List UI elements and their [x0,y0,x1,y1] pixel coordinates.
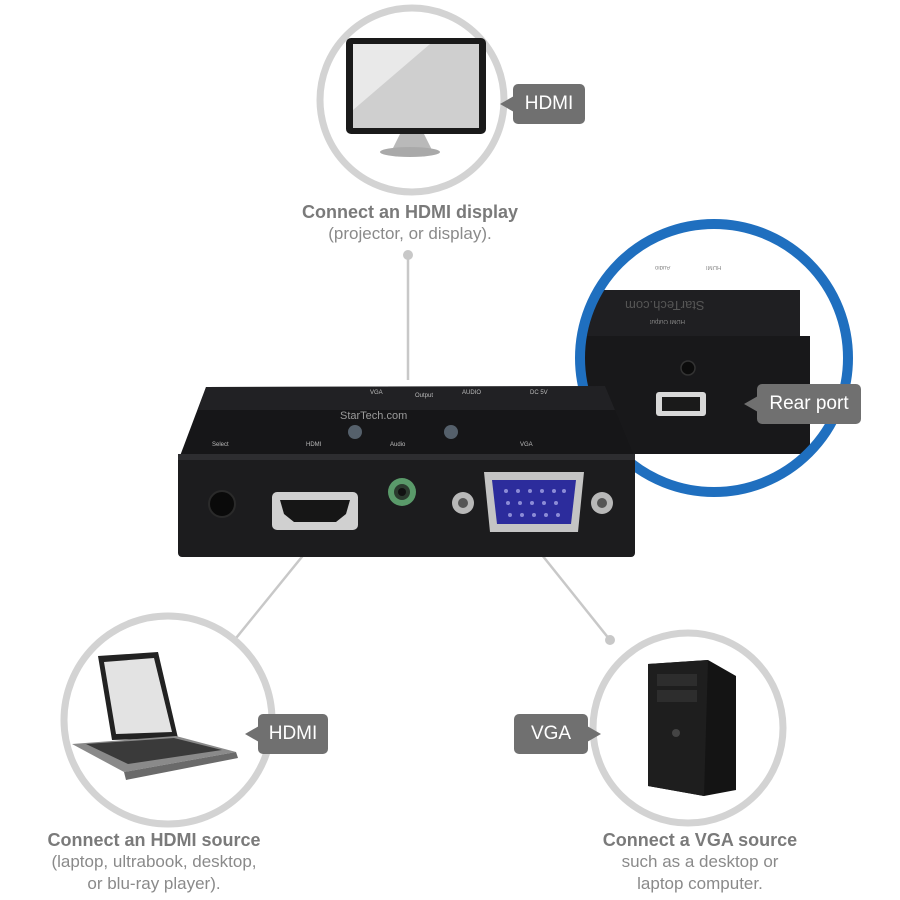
hdmi-source-caption-line-2: or blu-ray player). [87,874,221,893]
laptop-ring [60,612,276,828]
desktop-tower-icon [648,660,736,796]
select-button [208,490,236,518]
vga-source-caption-line-2: laptop computer. [637,874,763,893]
hdmi-source-caption-line-1: (laptop, ultrabook, desktop, [51,852,257,871]
device-top-label-dc: DC 5V [530,390,548,396]
device-label-vga: VGA [520,442,533,448]
vga-source-caption-title: Connect a VGA source [602,830,798,850]
device-label-select: Select [212,442,229,448]
rear-label-hdmi: HDMI [706,264,722,270]
device-top-label-audio: AUDIO [462,390,482,396]
device-label-hdmi: HDMI [306,442,322,448]
monitor-ring [316,4,508,196]
vga-source-caption: Connect a VGA source such as a desktop o… [560,830,840,895]
rear-label-audio: Audio [655,264,671,270]
display-caption-title: Connect an HDMI display [301,202,519,222]
display-caption: Connect an HDMI display (projector, or d… [250,202,570,245]
status-led-left [348,425,362,439]
hdmi-source-caption-title: Connect an HDMI source [47,830,261,850]
rear-label-hdmi-output: HDMI Output [650,318,686,324]
display-caption-line-1: (projector, or display). [328,224,492,243]
vga-source-tag: VGA [514,714,601,754]
monitor-icon [346,38,486,157]
rear-brand: StarTech.com [625,298,705,313]
hdmi-source-tag: HDMI [245,714,328,754]
rear-port-tag: Rear port [744,384,861,424]
device-top-label-output: Output [415,393,434,399]
converter-device [178,386,635,557]
display-connector-dot [403,250,413,260]
status-led-right [444,425,458,439]
device-brand: StarTech.com [340,410,408,422]
tower-connector-dot [605,635,615,645]
device-label-audio: Audio [390,442,406,448]
tower-ring [589,629,787,827]
rear-port-ring [575,219,853,497]
vga-source-caption-line-1: such as a desktop or [621,852,779,871]
hdmi-source-caption: Connect an HDMI source (laptop, ultraboo… [0,830,308,895]
display-hdmi-tag: HDMI [500,84,585,124]
device-top-label-vga: VGA [370,390,383,396]
laptop-icon [72,652,238,780]
